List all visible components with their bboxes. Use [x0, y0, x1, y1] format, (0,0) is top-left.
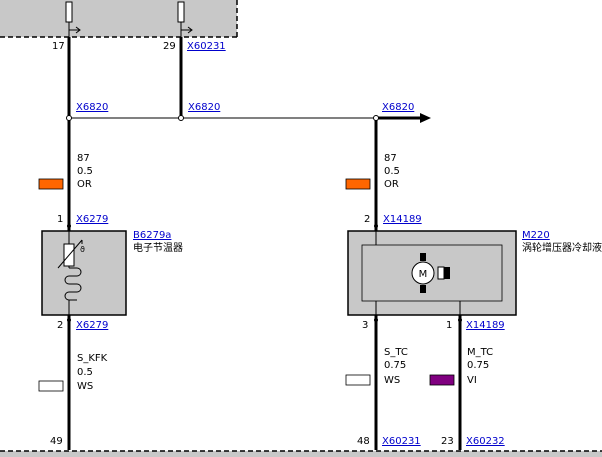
pin-17-label: 17 — [52, 41, 65, 52]
connector-x60231-top-link[interactable]: X60231 — [187, 41, 226, 52]
pin-1-right-label: 1 — [446, 320, 452, 331]
heater-coil-icon — [57, 231, 83, 315]
wire-color-swatch-right-bottom-b — [429, 374, 455, 386]
upper-module-box — [0, 0, 238, 38]
connector-x60232-bottom-link[interactable]: X60232 — [466, 436, 505, 447]
connector-x6279-bottom-link[interactable]: X6279 — [76, 320, 108, 331]
wire-color-swatch-left-bottom — [38, 380, 64, 392]
component-b6279a-name: 电子节温器 — [133, 241, 183, 254]
wire-left-top-code: 87 — [77, 153, 90, 164]
theta-symbol: ϑ — [80, 245, 85, 254]
splice-node-left — [66, 115, 72, 121]
connector-x14189-bottom-link[interactable]: X14189 — [466, 320, 505, 331]
connector-x14189-top-link[interactable]: X14189 — [383, 214, 422, 225]
wire-right-top-gauge: 0.5 — [384, 166, 400, 177]
motor-letter: M — [419, 269, 428, 280]
pin-1-left-label: 1 — [57, 214, 63, 225]
pin-dot-left-top — [67, 224, 71, 228]
internal-switch-1 — [65, 1, 81, 37]
connector-x6279-top-link[interactable]: X6279 — [76, 214, 108, 225]
pin-dot-right-top — [374, 224, 378, 228]
wire-left-top-color: OR — [77, 179, 92, 190]
wire-right-bottom-a-color: WS — [384, 375, 400, 386]
pin-2-left-bottom-label: 2 — [57, 320, 63, 331]
wire-left-bottom-color: WS — [77, 381, 93, 392]
connector-x6820-mid-link[interactable]: X6820 — [188, 102, 220, 113]
connector-x6820-left-link[interactable]: X6820 — [76, 102, 108, 113]
wire-left-bottom-gauge: 0.5 — [77, 367, 93, 378]
motor-component[interactable]: M — [347, 230, 517, 316]
wire-right-bottom-b-gauge: 0.75 — [467, 360, 489, 371]
connector-x6820-right-link[interactable]: X6820 — [382, 102, 414, 113]
thermostat-component[interactable]: ϑ — [41, 230, 127, 316]
pin-29-label: 29 — [163, 41, 176, 52]
wire-right-bottom-a-gauge: 0.75 — [384, 360, 406, 371]
pin-23-label: 23 — [441, 436, 454, 447]
splice-node-mid — [178, 115, 184, 121]
wire-right-bottom-b-code: M_TC — [467, 347, 493, 358]
pin-2-right-top-label: 2 — [364, 214, 370, 225]
component-m220-id-link[interactable]: M220 — [522, 230, 550, 241]
wire-right-bottom-b-color: VI — [467, 375, 477, 386]
connector-x60231-bottom-link[interactable]: X60231 — [382, 436, 421, 447]
wire-right-top-code: 87 — [384, 153, 397, 164]
splice-node-right — [373, 115, 379, 121]
pin-49-label: 49 — [50, 436, 63, 447]
motor-icon — [411, 253, 450, 293]
pin-48-label: 48 — [357, 436, 370, 447]
wire-color-swatch-right-top — [345, 178, 371, 190]
wire-left-top-gauge: 0.5 — [77, 166, 93, 177]
continuation-arrow-icon[interactable] — [420, 113, 431, 123]
wire-right-top-color: OR — [384, 179, 399, 190]
component-b6279a-id-link[interactable]: B6279a — [133, 230, 171, 241]
wire-color-swatch-left-top — [38, 178, 64, 190]
pin-3-label: 3 — [362, 320, 368, 331]
internal-switch-2 — [177, 1, 193, 37]
wire-left-bottom-code: S_KFK — [77, 353, 108, 364]
component-m220-name: 涡轮增压器冷却液 — [522, 241, 602, 254]
wire-color-swatch-right-bottom-a — [345, 374, 371, 386]
wire-right-bottom-a-code: S_TC — [384, 347, 408, 358]
lower-module-edge — [0, 450, 602, 457]
